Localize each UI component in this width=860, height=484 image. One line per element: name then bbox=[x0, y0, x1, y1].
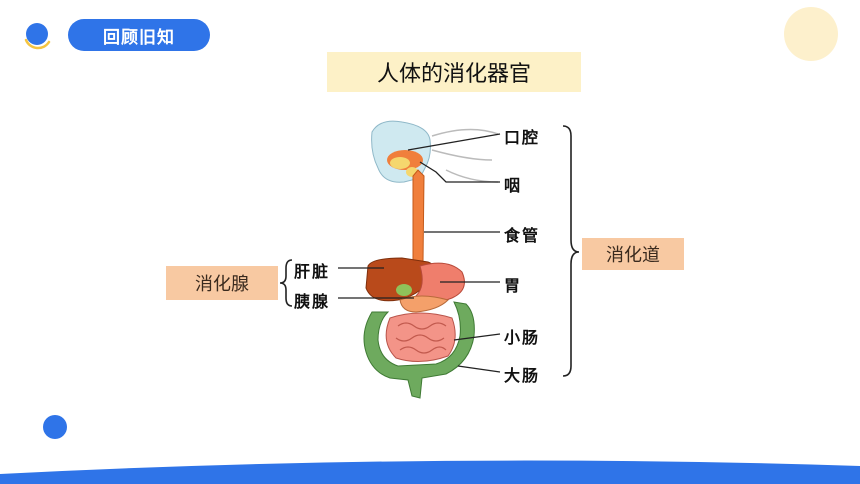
label-pharynx: 咽 bbox=[504, 176, 523, 195]
tongue bbox=[390, 157, 410, 169]
brace-digestive-glands bbox=[279, 259, 293, 307]
digestive-glands-tag: 消化腺 bbox=[166, 266, 278, 300]
diagram-title-box: 人体的消化器官 bbox=[327, 52, 581, 92]
pancreas-shape bbox=[399, 295, 449, 313]
deco-dot-top-left bbox=[26, 23, 48, 45]
label-small-intestine: 小肠 bbox=[504, 328, 541, 347]
esophagus-tube bbox=[412, 169, 425, 263]
leader-pharynx bbox=[419, 161, 500, 183]
digestive-tract-tag: 消化道 bbox=[582, 238, 684, 270]
deco-circle-top-right bbox=[784, 7, 838, 61]
label-pancreas: 胰腺 bbox=[294, 292, 331, 311]
review-badge-label: 回顾旧知 bbox=[103, 27, 175, 48]
deco-dot-bottom-left bbox=[43, 415, 67, 439]
digestive-tract-label: 消化道 bbox=[606, 245, 660, 266]
review-badge: 回顾旧知 bbox=[68, 19, 210, 51]
label-esophagus: 食管 bbox=[504, 226, 541, 245]
brace-digestive-tract bbox=[562, 125, 580, 377]
diagram-title: 人体的消化器官 bbox=[376, 62, 531, 87]
deco-bottom-wave bbox=[0, 460, 860, 484]
small-intestine-coils bbox=[395, 322, 447, 354]
gallbladder-shape bbox=[396, 284, 412, 296]
leader-mouth bbox=[407, 133, 501, 151]
large-intestine-shape bbox=[363, 301, 475, 399]
leader-large-intestine bbox=[457, 365, 501, 373]
label-liver: 肝脏 bbox=[294, 262, 331, 281]
deco-arc-top-left bbox=[24, 38, 51, 50]
digestive-glands-label: 消化腺 bbox=[195, 274, 249, 295]
small-intestine-shape bbox=[385, 312, 456, 362]
label-stomach: 胃 bbox=[504, 276, 523, 295]
leader-small-intestine bbox=[453, 333, 501, 341]
neck-outline bbox=[431, 128, 499, 183]
label-mouth: 口腔 bbox=[504, 128, 541, 147]
label-large-intestine: 大肠 bbox=[504, 366, 541, 385]
